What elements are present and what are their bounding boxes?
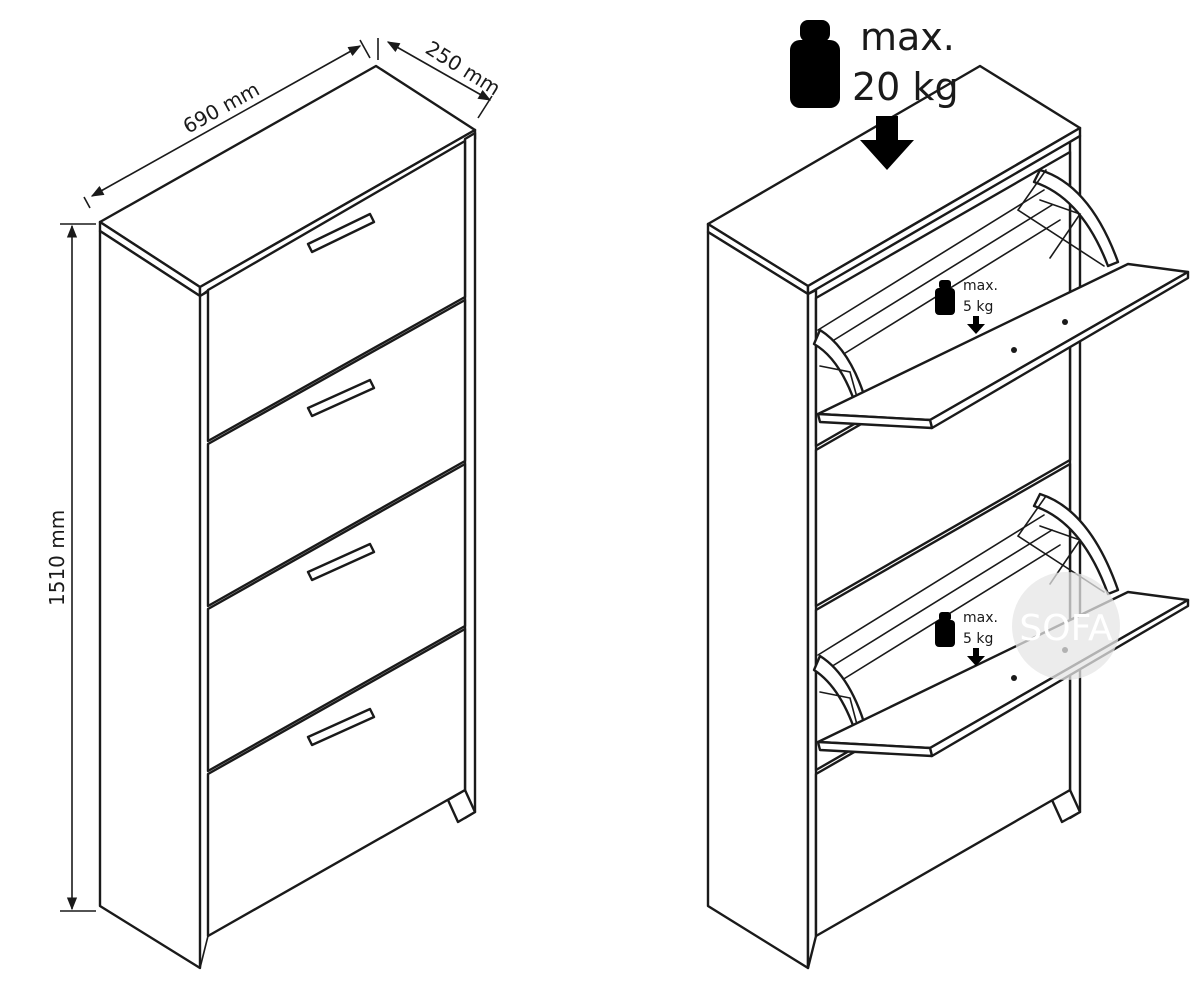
- cabinet-right-edge: [463, 131, 477, 820]
- flap-mechanism: [812, 168, 1120, 414]
- weight-icon: [935, 280, 955, 315]
- cabinet-closed: [98, 64, 477, 970]
- load-limit-flap-lower: max. 5 kg: [935, 610, 998, 666]
- drawer-2: [206, 298, 467, 608]
- load-limit-flap-upper-line2: 5 kg: [963, 299, 993, 315]
- watermark: SOFA: [1012, 572, 1120, 680]
- drawer-1: [206, 139, 467, 443]
- cabinet-side: [98, 229, 202, 970]
- load-limit-flap-lower-line1: max.: [963, 610, 998, 626]
- dimension-height: 1510 mm: [45, 223, 96, 912]
- load-limit-flap-lower-line2: 5 kg: [963, 631, 993, 647]
- watermark-text: SOFA: [1019, 608, 1113, 649]
- load-limit-flap-upper: max. 5 kg: [935, 278, 998, 334]
- open-cabinet-side: [706, 230, 810, 970]
- weight-icon: [790, 20, 840, 108]
- load-limit-top: max. 20 kg: [790, 15, 959, 170]
- drawer-handle: [306, 212, 376, 254]
- drawer-4: [206, 627, 467, 938]
- drawer-handle: [306, 707, 376, 747]
- load-limit-top-line1: max.: [860, 15, 955, 59]
- height-label: 1510 mm: [45, 510, 69, 606]
- down-arrow-icon: [860, 116, 914, 170]
- load-limit-top-line2: 20 kg: [852, 65, 959, 109]
- down-arrow-icon: [967, 648, 985, 666]
- load-limit-flap-upper-line1: max.: [963, 278, 998, 294]
- drawer-3: [206, 462, 467, 773]
- weight-icon: [935, 612, 955, 647]
- cabinet-open: [706, 64, 1190, 970]
- drawer-handle: [306, 542, 376, 582]
- drawer-handle: [306, 378, 376, 418]
- down-arrow-icon: [967, 316, 985, 334]
